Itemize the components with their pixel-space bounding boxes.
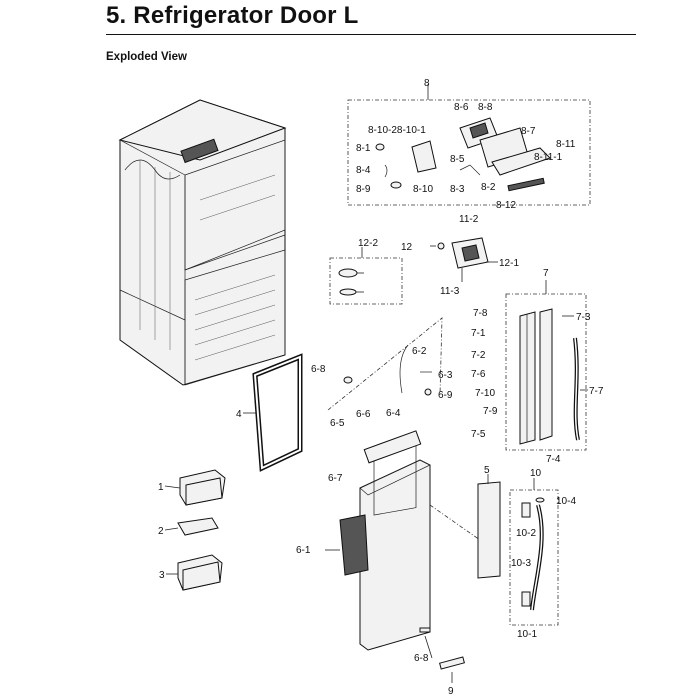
gasket-part (243, 353, 303, 472)
callout-5: 5 (484, 465, 490, 476)
callout-8-5: 8-5 (450, 154, 465, 165)
callout-6-4: 6-5 (330, 418, 345, 429)
callout-10-1: 10-1 (517, 629, 537, 640)
group-10 (509, 478, 559, 626)
callout-11-3: 12-1 (499, 258, 519, 269)
callout-7-10: 7-10 (475, 388, 495, 399)
callout-labels: 8 8-6 8-8 8-10-28-10-1 8-7 8-11 8-1 8-5 … (158, 78, 604, 697)
callout-9: 9 (448, 686, 454, 697)
callout-7-5: 7-5 (471, 429, 486, 440)
callout-10: 10 (530, 468, 542, 479)
callout-6-6: 6-7 (328, 473, 343, 484)
cabinet-drawing (118, 99, 287, 386)
callout-6-1: 6-2 (412, 346, 427, 357)
callout-11: 11-2 (459, 214, 479, 225)
callout-8-7: 8-7 (521, 126, 536, 137)
callout-7-3: 7-3 (576, 312, 591, 323)
group-8 (347, 84, 591, 206)
callout-8-10-28-10-1: 8-10-28-10-1 (368, 125, 426, 136)
callout-7-2: 7-2 (471, 350, 486, 361)
page-title: 5. Refrigerator Door L (106, 2, 359, 29)
callout-10-2: 10-2 (516, 528, 536, 539)
callout-8-6: 8-6 (454, 102, 469, 113)
callout-6-3: 6-4 (386, 408, 401, 419)
callout-7-8: 7-8 (473, 308, 488, 319)
callout-6-2: 6-3 (438, 370, 453, 381)
callout-10-3: 10-3 (511, 558, 531, 569)
callout-7: 7 (543, 268, 549, 279)
group-12 (329, 247, 403, 305)
callout-1: 1 (158, 482, 164, 493)
section-heading: Exploded View (106, 51, 187, 63)
callout-11-2: 12 (401, 242, 413, 253)
callout-11-1: 11-3 (440, 286, 460, 297)
callout-6-8: 6-8 (414, 653, 429, 664)
callout-8-12: 8-12 (496, 200, 516, 211)
callout-6-7: 6-8 (311, 364, 326, 375)
callout-6: 6-1 (296, 545, 311, 556)
callout-7-4: 7-4 (546, 454, 561, 465)
callout-7-1: 7-1 (471, 328, 486, 339)
callout-8-1: 8-1 (356, 143, 371, 154)
callout-8: 8 (424, 78, 430, 89)
callout-8-3: 8-3 (450, 184, 465, 195)
callout-7-7: 7-7 (589, 386, 604, 397)
callout-8-2: 8-2 (481, 182, 496, 193)
title-rule (106, 34, 636, 35)
callout-7-9: 7-9 (483, 406, 498, 417)
callout-3: 3 (159, 570, 165, 581)
callout-8-11: 8-11 (556, 139, 576, 150)
callout-8-8: 8-8 (478, 102, 493, 113)
callout-12: 12-2 (358, 238, 378, 249)
callout-4: 4 (236, 409, 242, 420)
group-7 (505, 280, 588, 451)
callout-7-6: 7-6 (471, 369, 486, 380)
door-assembly (325, 317, 481, 683)
callout-10-4: 10-4 (556, 496, 576, 507)
part-5 (477, 474, 501, 579)
group-11 (430, 237, 498, 282)
callout-8-9: 8-9 (356, 184, 371, 195)
door-bins (164, 469, 226, 591)
callout-8-11-1: 8-11-1 (534, 152, 563, 163)
callout-6-5: 6-6 (356, 409, 371, 420)
callout-8-10: 8-10 (413, 184, 433, 195)
callout-8-4: 8-4 (356, 165, 371, 176)
callout-2: 2 (158, 526, 164, 537)
callout-6-9: 6-9 (438, 390, 453, 401)
